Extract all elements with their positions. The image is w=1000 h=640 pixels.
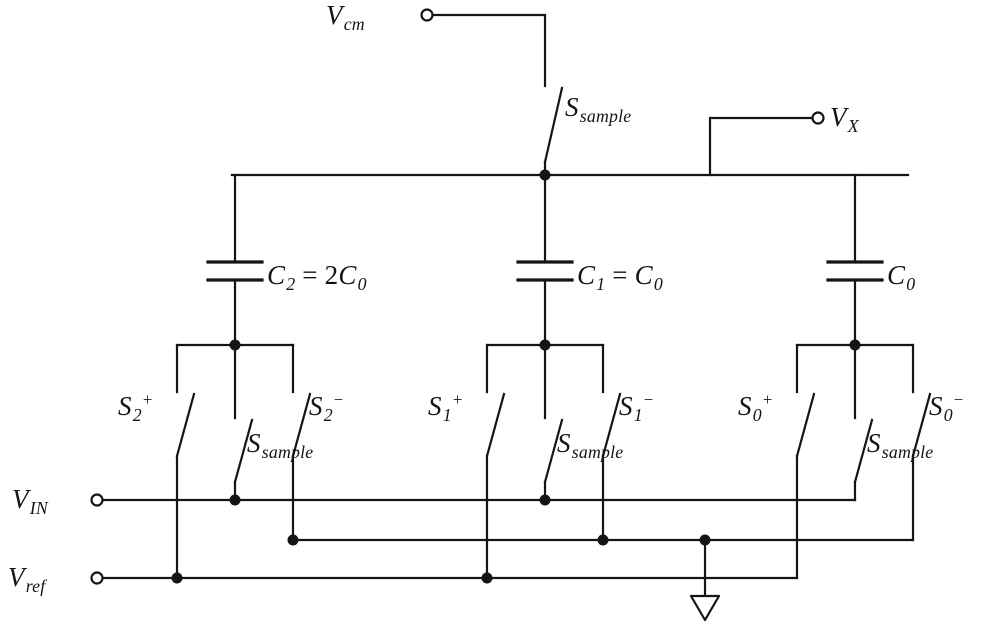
junction-dot <box>539 339 551 351</box>
switch-s1-minus <box>601 343 622 542</box>
junction-dot <box>849 339 861 351</box>
cap-c1-label: C1 = C0 <box>577 260 663 295</box>
sample-switch-g0-label: Ssample <box>867 428 934 463</box>
junction-dot <box>539 169 551 181</box>
junction-dot <box>699 534 711 546</box>
switch-blade <box>233 418 254 484</box>
switch-blade <box>795 392 816 458</box>
vx-branch <box>708 116 814 177</box>
capacitor-c1 <box>485 173 605 347</box>
switch-blade <box>911 392 932 458</box>
switch-s1-minus-label: S1− <box>619 390 654 426</box>
vx-label: VX <box>830 102 859 137</box>
vcm-branch <box>431 13 547 88</box>
ground-triangle <box>689 594 721 622</box>
switch-blade <box>485 392 506 458</box>
junction-dot <box>597 534 609 546</box>
switch-blade <box>543 86 564 164</box>
switch-blade <box>291 392 312 458</box>
junction-dot <box>287 534 299 546</box>
junction-dot <box>481 572 493 584</box>
switch-s2-plus <box>175 343 196 580</box>
junction-dots <box>171 169 861 584</box>
switch-s0-plus-label: S0+ <box>738 390 773 426</box>
sample-switch-g1-label: Ssample <box>557 428 624 463</box>
vcm-label: Vcm <box>326 0 365 35</box>
vref-terminal <box>90 571 104 585</box>
switch-blade <box>853 418 874 484</box>
sample-switch-top-label: Ssample <box>565 92 632 127</box>
switch-blade <box>601 392 622 458</box>
vin-terminal <box>90 493 104 507</box>
switch-s1-plus <box>485 343 506 580</box>
sample-switch-g2 <box>233 343 254 502</box>
vin-label: VIN <box>12 484 48 519</box>
junction-dot <box>229 339 241 351</box>
cap-c2-label: C2 = 2C0 <box>267 260 367 295</box>
switch-s0-plus <box>795 343 816 580</box>
sample-switch-g0 <box>853 343 874 502</box>
sample-switch-g2-label: Ssample <box>247 428 314 463</box>
ground-symbol <box>689 538 721 622</box>
cap-c0-label: C0 <box>887 260 916 295</box>
vref-label: Vref <box>8 562 46 597</box>
switch-s1-plus-label: S1+ <box>428 390 463 426</box>
vx-terminal <box>811 111 825 125</box>
sample-switch-g1 <box>543 343 564 502</box>
vcm-terminal <box>420 8 434 22</box>
switch-s0-minus <box>911 343 932 542</box>
switch-s2-plus-label: S2+ <box>118 390 153 426</box>
switch-blade <box>543 418 564 484</box>
sample-switch-top <box>543 86 564 177</box>
junction-dot <box>539 494 551 506</box>
switch-s0-minus-label: S0− <box>929 390 964 426</box>
switch-s2-minus-label: S2− <box>309 390 344 426</box>
junction-dot <box>229 494 241 506</box>
switch-blade <box>175 392 196 458</box>
switch-s2-minus <box>291 343 312 542</box>
junction-dot <box>171 572 183 584</box>
